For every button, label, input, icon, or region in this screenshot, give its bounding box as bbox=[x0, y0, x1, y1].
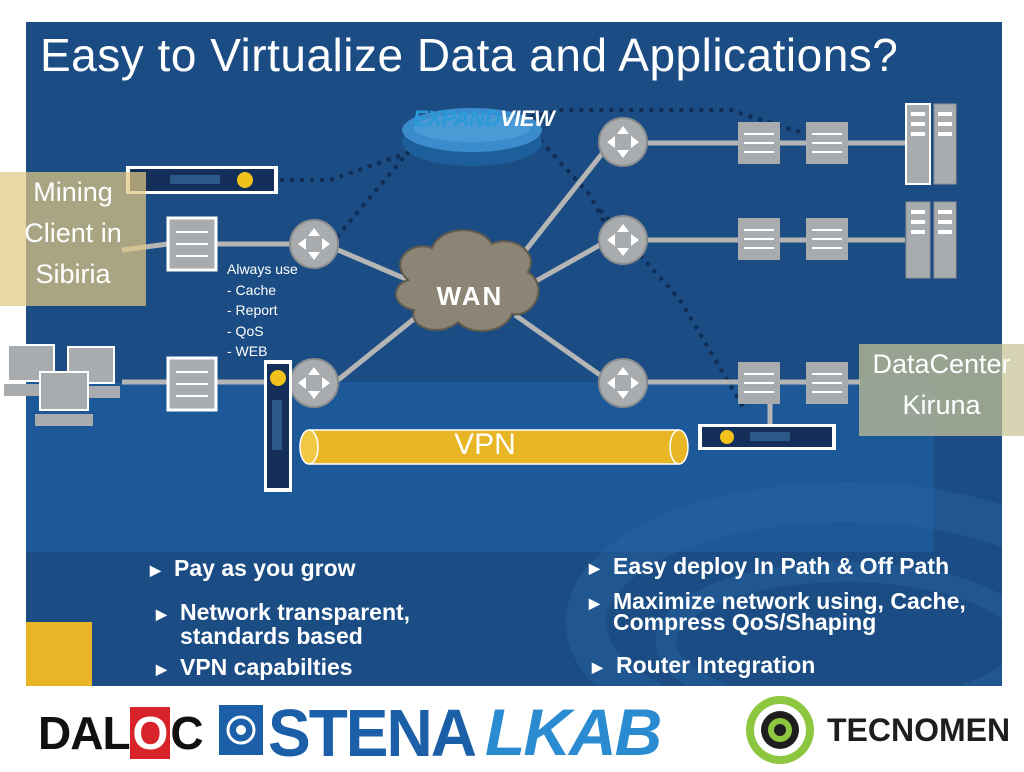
router bbox=[598, 358, 648, 408]
router bbox=[289, 219, 339, 269]
wan-cloud bbox=[395, 229, 540, 333]
daloc-logo: DALOC bbox=[38, 706, 204, 760]
datacenter-label: DataCenter Kiruna bbox=[859, 344, 1024, 436]
vpn-tunnel bbox=[299, 429, 689, 465]
mining-label-line: Mining bbox=[33, 177, 113, 207]
vpn-label: VPN bbox=[454, 428, 516, 461]
bullet-text: Easy deploy In Path & Off Path bbox=[613, 553, 950, 579]
note-line: - Report bbox=[227, 302, 278, 318]
partner-logos: DALOC STENA LKAB TECNOMEN bbox=[0, 690, 1024, 771]
expandview-logo-part1: EXPAND bbox=[413, 106, 501, 131]
bullet-item: ▶ Easy deploy In Path & Off Path bbox=[589, 553, 950, 579]
bullet-text: Network transparent, standards based bbox=[180, 599, 411, 649]
tecnomen-logo: TECNOMEN bbox=[827, 712, 1011, 748]
datacenter-label-line: DataCenter bbox=[872, 349, 1011, 379]
mining-label-line: Sibiria bbox=[35, 259, 111, 289]
appliance bbox=[698, 424, 836, 450]
bullet-item: ▶ Router Integration bbox=[592, 652, 816, 678]
expandview-appliance bbox=[402, 108, 542, 166]
bullet-arrow-icon: ▶ bbox=[589, 560, 600, 576]
note-line: - Cache bbox=[227, 281, 277, 298]
bullet-arrow-icon: ▶ bbox=[592, 659, 603, 675]
note-line: - QoS bbox=[227, 322, 264, 339]
stena-emblem-icon bbox=[219, 705, 263, 755]
bullet-arrow-icon: ▶ bbox=[156, 606, 167, 622]
daloc-logo-part3: C bbox=[170, 707, 203, 759]
router bbox=[598, 117, 648, 167]
server bbox=[905, 103, 931, 185]
bullet-item: ▶ Pay as you grow bbox=[150, 555, 356, 581]
expandview-logo-part2: VIEW bbox=[500, 106, 555, 131]
router bbox=[289, 358, 339, 408]
datacenter-label-line: Kiruna bbox=[902, 390, 981, 420]
note-line: Always use bbox=[227, 261, 298, 277]
bullet-item: ▶ Network transparent, standards based bbox=[156, 599, 480, 649]
server bbox=[905, 201, 931, 279]
bullet-text: Router Integration bbox=[616, 652, 816, 678]
tecnomen-emblem-icon bbox=[746, 696, 814, 764]
bullet-arrow-icon: ▶ bbox=[150, 562, 161, 578]
daloc-logo-part1: DAL bbox=[38, 707, 131, 759]
bullet-text: Maximize network using, Cache, Compress … bbox=[613, 588, 966, 635]
mining-client-label: Mining Client in Sibiria bbox=[0, 172, 146, 306]
always-use-notes: Always use - Cache - Report - QoS - WEB bbox=[227, 259, 298, 362]
bullet-arrow-icon: ▶ bbox=[156, 661, 167, 677]
note-line: - WEB bbox=[227, 343, 268, 359]
bullet-item: ▶ Maximize network using, Cache, Compres… bbox=[589, 588, 1013, 635]
wan-label: WAN bbox=[436, 281, 504, 311]
stena-logo: STENA bbox=[268, 695, 477, 771]
router bbox=[598, 215, 648, 265]
client-computers bbox=[4, 344, 120, 426]
appliance bbox=[264, 360, 292, 492]
daloc-logo-part2: O bbox=[129, 707, 171, 759]
bullet-text: VPN capabilties bbox=[180, 654, 353, 680]
page-title: Easy to Virtualize Data and Applications… bbox=[40, 29, 899, 81]
appliance bbox=[126, 166, 278, 194]
mining-label-line: Client in bbox=[24, 218, 122, 248]
lkab-logo: LKAB bbox=[485, 695, 662, 769]
bullet-item: ▶ VPN capabilties bbox=[156, 654, 353, 680]
bullet-arrow-icon: ▶ bbox=[589, 595, 600, 611]
bullet-text: Pay as you grow bbox=[174, 555, 356, 581]
expandview-logo: EXPANDVIEW bbox=[413, 106, 555, 132]
